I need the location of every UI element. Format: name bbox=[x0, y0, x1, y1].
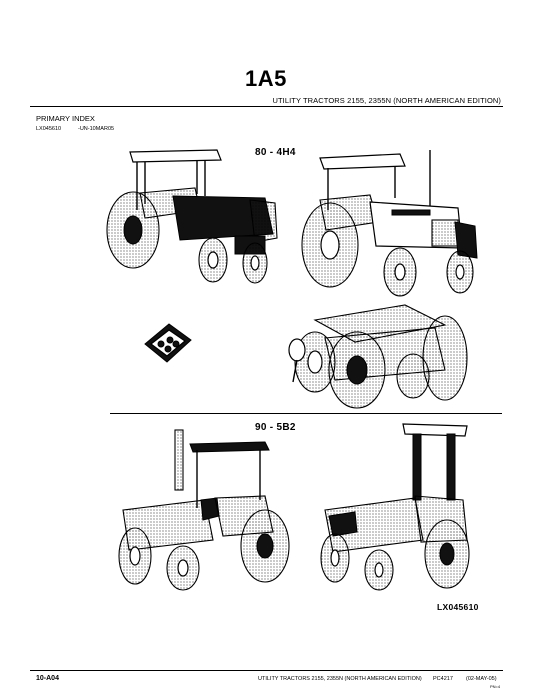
section-title: PRIMARY INDEX bbox=[36, 114, 95, 123]
tractor-illustration-canopy-grille bbox=[301, 150, 478, 297]
tractor-illustration-rear-view bbox=[288, 304, 468, 409]
group-label-90: 90 - 5B2 bbox=[255, 422, 296, 433]
reference-date: -UN-10MAR05 bbox=[78, 126, 115, 132]
footer-rule bbox=[30, 670, 503, 671]
tractor-illustration-rollover-frame bbox=[320, 423, 470, 591]
footer-title: UTILITY TRACTORS 2155, 2355N (NORTH AMER… bbox=[258, 676, 422, 682]
page-number: 1A5 bbox=[245, 66, 287, 91]
header-rule bbox=[30, 106, 503, 107]
footer-page-index: PN=4 bbox=[490, 684, 501, 689]
footer-date: (02-MAY-05) bbox=[466, 676, 497, 682]
figure-id: LX045610 bbox=[437, 602, 479, 612]
accessory-kit-illustration bbox=[144, 323, 192, 363]
tractor-illustration-canopy-dark-hood bbox=[106, 149, 278, 284]
footer-page-number: 10-A04 bbox=[36, 675, 59, 682]
reference-id: LX045610 bbox=[36, 126, 62, 132]
section-divider bbox=[110, 413, 502, 414]
header-title: UTILITY TRACTORS 2155, 2355N (NORTH AMER… bbox=[272, 96, 501, 105]
footer-code: PC4217 bbox=[433, 676, 453, 682]
tractor-illustration-canopy-exhaust bbox=[118, 429, 290, 591]
group-label-80: 80 - 4H4 bbox=[255, 147, 296, 158]
